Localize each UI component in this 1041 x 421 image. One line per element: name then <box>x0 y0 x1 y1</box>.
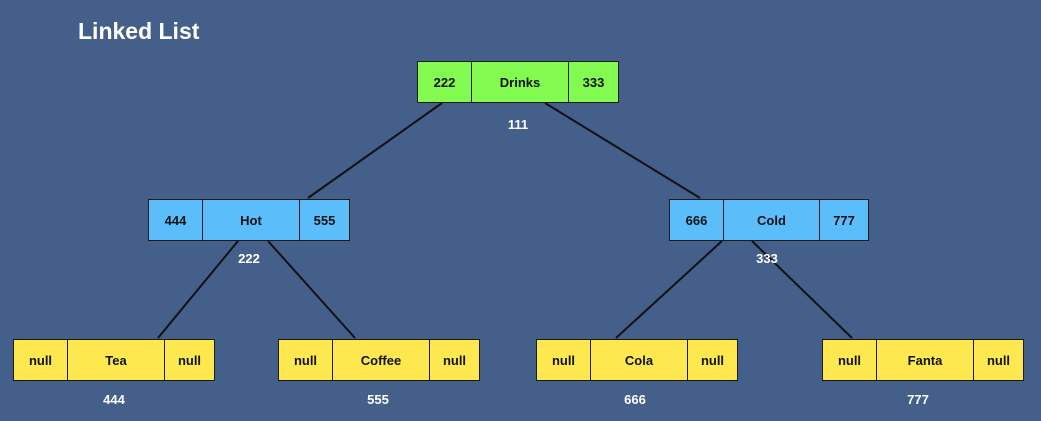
node-hot-value: Hot <box>202 200 299 240</box>
node-fanta-right-pointer: null <box>973 340 1023 380</box>
node-drinks-right-pointer: 333 <box>568 62 618 102</box>
node-fanta: null Fanta null <box>822 339 1024 381</box>
node-tea-right-pointer: null <box>164 340 214 380</box>
node-cold-value: Cold <box>723 200 819 240</box>
node-fanta-left-pointer: null <box>837 352 862 368</box>
node-fanta-address: 777 <box>907 392 929 407</box>
node-cola-right-pointer: null <box>687 340 737 380</box>
node-drinks-address: 111 <box>507 117 529 132</box>
node-tea-left-pointer: null <box>28 352 53 368</box>
node-coffee-left-pointer: null <box>293 352 318 368</box>
node-hot: 444 Hot 555 <box>148 199 350 241</box>
edge-drinks-hot <box>307 102 443 199</box>
node-fanta-value: Fanta <box>876 340 973 380</box>
node-hot-left-pointer: 444 <box>164 212 187 228</box>
node-hot-address: 222 <box>238 251 260 266</box>
edge-hot-tea <box>157 240 239 339</box>
edge-drinks-cold <box>544 102 701 199</box>
node-tea-address: 444 <box>103 392 125 407</box>
node-coffee-right-pointer: null <box>429 340 479 380</box>
node-drinks-value: Drinks <box>471 62 568 102</box>
edge-cold-fanta <box>751 240 853 339</box>
node-cold-left-pointer: 666 <box>685 212 708 228</box>
node-hot-right-pointer: 555 <box>299 200 349 240</box>
diagram-title: Linked List <box>78 18 200 44</box>
edge-hot-coffee <box>267 240 356 339</box>
node-drinks-left-pointer: 222 <box>433 74 456 90</box>
node-coffee: null Coffee null <box>278 339 480 381</box>
node-tea-value: Tea <box>67 340 164 380</box>
node-cold-address: 333 <box>756 251 778 266</box>
node-tea: null Tea null <box>13 339 215 381</box>
node-cola-address: 666 <box>624 392 646 407</box>
node-drinks: 222 Drinks 333 <box>417 61 619 103</box>
node-coffee-value: Coffee <box>332 340 429 380</box>
edge-cold-cola <box>615 240 723 339</box>
node-cold-right-pointer: 777 <box>819 200 868 240</box>
node-cola-left-pointer: null <box>551 352 576 368</box>
node-cola: null Cola null <box>536 339 738 381</box>
node-coffee-address: 555 <box>367 392 389 407</box>
node-cola-value: Cola <box>590 340 687 380</box>
node-cold: 666 Cold 777 <box>669 199 869 241</box>
